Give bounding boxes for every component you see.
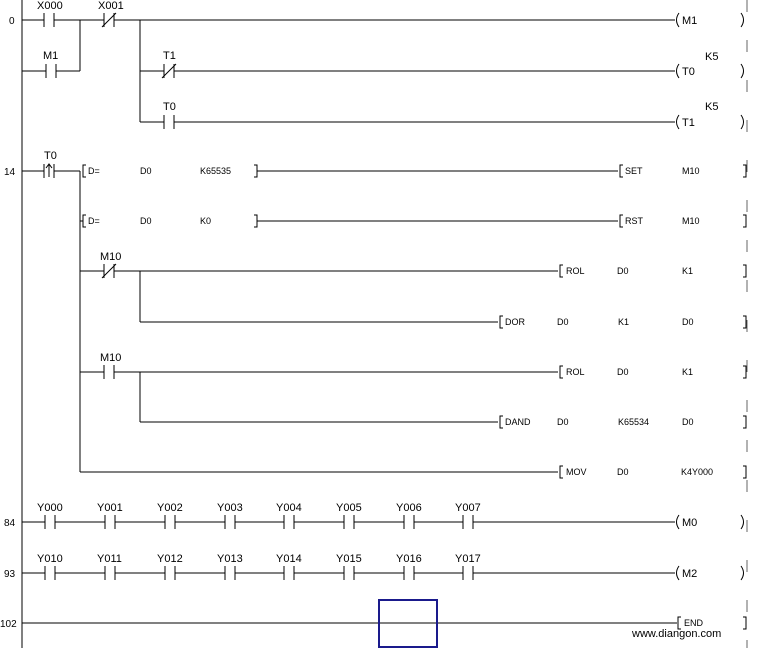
- coil-m1-label: M1: [682, 15, 697, 27]
- timer-t1-setting: K5: [705, 101, 718, 113]
- instruction-name: MOV: [566, 467, 587, 477]
- instruction-operand: D0: [617, 266, 629, 276]
- instruction-operand: M10: [682, 166, 700, 176]
- editor-cursor[interactable]: [378, 599, 438, 648]
- contact-label: Y011: [97, 553, 122, 565]
- contact-label: Y017: [455, 553, 481, 565]
- rung-102-wiring: [22, 616, 747, 630]
- contact-label: Y001: [97, 502, 123, 514]
- contact-x001-label: X001: [98, 0, 124, 12]
- step-number: 93: [4, 569, 16, 580]
- step-number: 102: [0, 619, 17, 630]
- coil-t1-label: T1: [682, 117, 695, 129]
- instruction-operand: K1: [682, 266, 693, 276]
- instruction-operand: D0: [557, 417, 569, 427]
- contact-label: Y015: [336, 553, 362, 565]
- instruction-operand: D0: [682, 317, 694, 327]
- coil-m0-label: M0: [682, 517, 697, 529]
- instruction-name: DAND: [505, 417, 531, 427]
- contact-m1-label: M1: [43, 50, 58, 62]
- rung-14-wiring: [22, 163, 747, 479]
- end-instruction: END: [684, 618, 704, 628]
- contact-label: Y003: [217, 502, 243, 514]
- contact-m10-nc-label: M10: [100, 251, 121, 263]
- instruction-operand: D0: [557, 317, 569, 327]
- compare-operand: D0: [140, 216, 152, 226]
- instruction-operand: D0: [617, 467, 629, 477]
- rung-0-wiring: [22, 12, 744, 130]
- contact-label: Y000: [37, 502, 63, 514]
- instruction-name: DOR: [505, 317, 526, 327]
- contact-label: Y014: [276, 553, 302, 565]
- contact-label: Y013: [217, 553, 243, 565]
- contact-label: Y006: [396, 502, 422, 514]
- coil-m2-label: M2: [682, 568, 697, 580]
- instruction-name: SET: [625, 166, 643, 176]
- timer-t0-setting: K5: [705, 51, 718, 63]
- compare-operand: D0: [140, 166, 152, 176]
- instruction-operand: K4Y000: [681, 467, 713, 477]
- contact-label: Y010: [37, 553, 63, 565]
- contact-m10-no-label: M10: [100, 352, 121, 364]
- instruction-name: ROL: [566, 266, 585, 276]
- contact-label: Y016: [396, 553, 422, 565]
- contact-label: Y012: [157, 553, 183, 565]
- coil-t0-label: T0: [682, 66, 695, 78]
- contact-label: Y004: [276, 502, 302, 514]
- rung-84-wiring: [22, 514, 744, 530]
- compare-operand: K0: [200, 216, 211, 226]
- instruction-name: RST: [625, 216, 644, 226]
- instruction-operand: M10: [682, 216, 700, 226]
- compare-op: D=: [88, 216, 100, 226]
- contact-label: Y007: [455, 502, 481, 514]
- rung-93-wiring: [22, 565, 744, 581]
- step-number: 0: [9, 16, 15, 27]
- instruction-operand: K65534: [618, 417, 649, 427]
- compare-op: D=: [88, 166, 100, 176]
- contact-t0-label: T0: [163, 101, 176, 113]
- instruction-operand: K1: [682, 367, 693, 377]
- step-number: 84: [4, 518, 16, 529]
- instruction-name: ROL: [566, 367, 585, 377]
- contact-label: Y005: [336, 502, 362, 514]
- contact-x000-label: X000: [37, 0, 63, 12]
- pulse-contact-t0-label: T0: [44, 150, 57, 162]
- instruction-operand: D0: [682, 417, 694, 427]
- contact-t1-label: T1: [163, 50, 176, 62]
- instruction-operand: D0: [617, 367, 629, 377]
- watermark-text: www.diangon.com: [631, 628, 721, 640]
- contact-label: Y002: [157, 502, 183, 514]
- instruction-operand: K1: [618, 317, 629, 327]
- compare-operand: K65535: [200, 166, 231, 176]
- step-number: 14: [4, 167, 16, 178]
